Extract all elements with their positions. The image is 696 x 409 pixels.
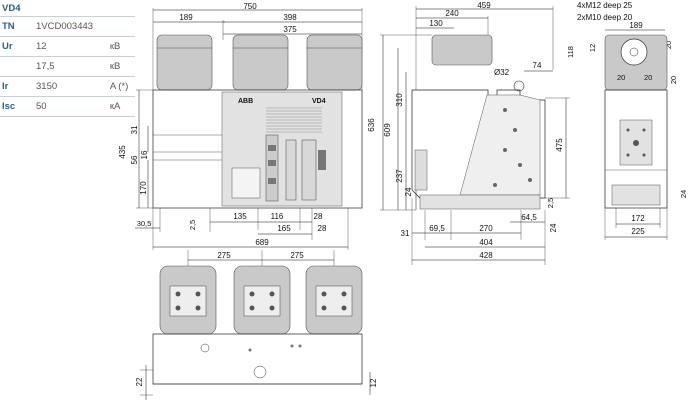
side-pole <box>431 34 493 66</box>
dim-2-5-side: 2,5 <box>546 198 555 208</box>
dim-31: 31 <box>130 125 139 134</box>
terminal-circle <box>513 80 525 92</box>
abb-logo: ABB <box>238 98 253 105</box>
dim-636: 636 <box>367 118 376 132</box>
rear-view: 4xM12 deep 25 2xM10 deep 20 189 118 12 2… <box>566 1 688 240</box>
breaker-body <box>152 89 363 209</box>
dim-172: 172 <box>631 214 645 223</box>
top-pole-3 <box>305 265 363 335</box>
dim-28b: 28 <box>318 224 327 233</box>
top-base <box>152 333 363 385</box>
push-buttons <box>301 139 317 201</box>
dim-64-5: 64,5 <box>521 213 537 222</box>
top-pole-2 <box>233 265 291 335</box>
pole-1 <box>156 34 213 91</box>
dim-28a: 28 <box>314 212 323 221</box>
dim-diam32: Ø32 <box>494 68 510 77</box>
dim-475: 475 <box>555 138 564 152</box>
top-view: 275 275 22 12 <box>135 250 378 400</box>
dim-459: 459 <box>477 1 491 10</box>
thread-note-m10: 2xM10 deep 20 <box>577 13 633 22</box>
dim-12-top: 12 <box>369 378 378 387</box>
dim-16: 16 <box>140 150 149 159</box>
dim-275a: 275 <box>217 251 231 260</box>
dim-225: 225 <box>631 227 645 236</box>
top-pole-1 <box>159 265 217 335</box>
dim-20-side: 20 <box>669 76 678 84</box>
dim-270: 270 <box>479 224 493 233</box>
dim-116: 116 <box>271 212 284 221</box>
dim-170: 170 <box>139 181 148 195</box>
dim-24-rear: 24 <box>679 190 688 198</box>
dim-130: 130 <box>429 19 443 28</box>
side-mechanism <box>459 94 541 196</box>
operating-lever <box>285 139 297 201</box>
counter-window <box>231 167 261 199</box>
dim-240: 240 <box>445 9 459 18</box>
dim-24b: 24 <box>549 223 558 232</box>
dim-404: 404 <box>479 238 493 247</box>
dim-609: 609 <box>383 123 392 137</box>
dim-12-rear: 12 <box>588 44 597 52</box>
dim-22: 22 <box>135 377 144 386</box>
side-truck <box>419 194 541 210</box>
thread-note-m12: 4xM12 deep 25 <box>577 1 633 10</box>
pole-2 <box>232 34 289 91</box>
dim-31-side: 31 <box>401 229 410 238</box>
dim-2-5: 2,5 <box>188 220 197 230</box>
spec-model: VD4 <box>0 0 135 17</box>
front-view: 750 189 398 375 ABB VD4 <box>118 2 363 250</box>
dim-69-5: 69,5 <box>429 224 445 233</box>
dim-20-top: 20 <box>664 41 673 49</box>
dim-237: 237 <box>395 169 404 183</box>
dim-30-5: 30,5 <box>137 219 152 228</box>
dim-375: 375 <box>283 25 297 34</box>
dim-24a: 24 <box>404 187 413 196</box>
dim-435: 435 <box>118 145 127 159</box>
dim-118: 118 <box>566 46 575 58</box>
dim-428: 428 <box>479 251 493 260</box>
dim-135: 135 <box>233 212 247 221</box>
pole-3 <box>306 34 363 91</box>
dim-398: 398 <box>283 13 297 22</box>
dim-689: 689 <box>255 238 269 247</box>
dim-189-rear: 189 <box>629 21 643 30</box>
dim-165: 165 <box>277 224 291 233</box>
dim-56: 56 <box>130 155 139 164</box>
vd4-label: VD4 <box>312 98 326 105</box>
dim-20-left: 20 <box>617 73 625 82</box>
dim-750: 750 <box>243 2 257 11</box>
dim-189: 189 <box>179 13 193 22</box>
dim-310: 310 <box>395 93 404 107</box>
side-view: 459 240 130 Ø32 74 636 609 310 <box>367 1 570 265</box>
dim-275b: 275 <box>290 251 304 260</box>
dim-74: 74 <box>533 61 542 70</box>
rear-body <box>604 89 668 209</box>
indicator-strip <box>265 134 279 202</box>
dim-20-right: 20 <box>644 73 652 82</box>
rear-flange <box>620 38 648 66</box>
